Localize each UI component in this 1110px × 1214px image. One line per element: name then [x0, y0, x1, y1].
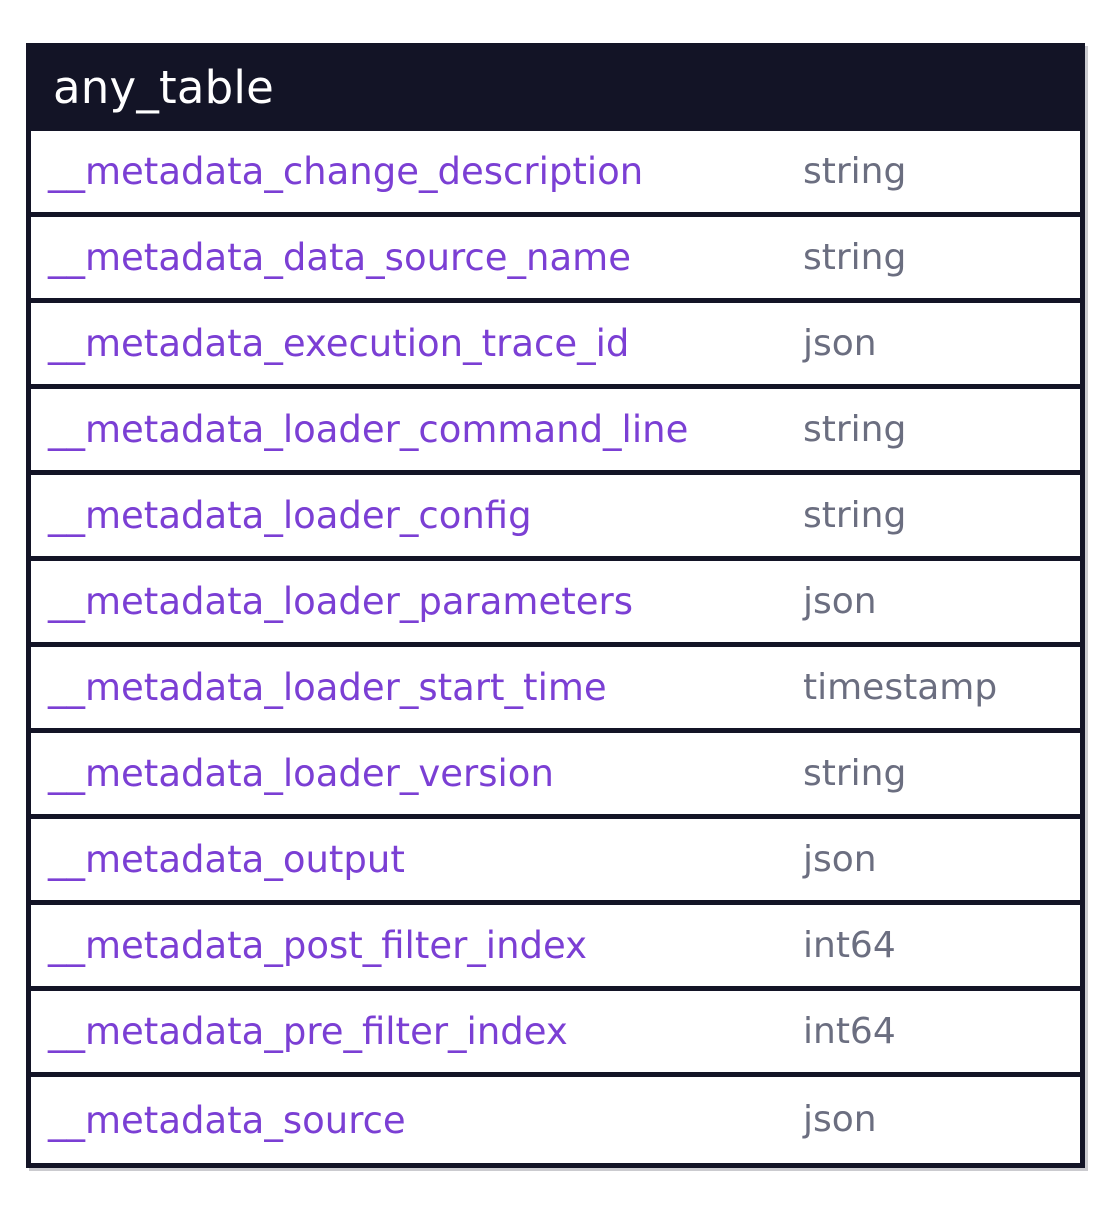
erd-column-type: string — [803, 408, 907, 450]
erd-column-name: __metadata_change_description — [48, 150, 644, 193]
erd-column-row[interactable]: __metadata_loader_start_time timestamp — [31, 647, 1080, 733]
erd-column-type: string — [803, 752, 907, 794]
erd-column-name: __metadata_loader_start_time — [48, 666, 607, 709]
erd-column-row[interactable]: __metadata_execution_trace_id json — [31, 303, 1080, 389]
erd-column-row[interactable]: __metadata_loader_command_line string — [31, 389, 1080, 475]
erd-column-name: __metadata_loader_version — [48, 752, 554, 795]
erd-column-name: __metadata_pre_filter_index — [48, 1010, 568, 1053]
erd-column-type: string — [803, 494, 907, 536]
erd-column-name: __metadata_loader_config — [48, 494, 532, 537]
erd-column-name: __metadata_source — [48, 1098, 406, 1142]
erd-column-type: json — [803, 1099, 877, 1140]
erd-column-name: __metadata_post_filter_index — [48, 924, 588, 967]
erd-table-title: any_table — [53, 60, 274, 114]
erd-column-name: __metadata_data_source_name — [48, 236, 631, 279]
erd-column-row[interactable]: __metadata_loader_config string — [31, 475, 1080, 561]
erd-column-row[interactable]: __metadata_output json — [31, 819, 1080, 905]
erd-column-row[interactable]: __metadata_source json — [31, 1077, 1080, 1163]
erd-column-name: __metadata_output — [48, 838, 405, 881]
erd-column-row[interactable]: __metadata_change_description string — [31, 131, 1080, 217]
erd-column-type: json — [803, 580, 877, 622]
erd-column-row[interactable]: __metadata_loader_parameters json — [31, 561, 1080, 647]
erd-column-name: __metadata_execution_trace_id — [48, 322, 630, 365]
erd-column-row[interactable]: __metadata_loader_version string — [31, 733, 1080, 819]
erd-column-type: int64 — [803, 1010, 896, 1052]
erd-column-row[interactable]: __metadata_pre_filter_index int64 — [31, 991, 1080, 1077]
erd-column-type: string — [803, 150, 907, 192]
erd-column-type: int64 — [803, 924, 896, 966]
erd-column-name: __metadata_loader_parameters — [48, 580, 633, 623]
erd-column-type: string — [803, 236, 907, 278]
erd-table-header: any_table — [26, 43, 1085, 131]
erd-column-type: json — [803, 838, 877, 880]
erd-column-row[interactable]: __metadata_data_source_name string — [31, 217, 1080, 303]
erd-column-type: json — [803, 322, 877, 364]
erd-column-row[interactable]: __metadata_post_filter_index int64 — [31, 905, 1080, 991]
erd-column-name: __metadata_loader_command_line — [48, 408, 689, 451]
erd-column-type: timestamp — [803, 666, 998, 708]
